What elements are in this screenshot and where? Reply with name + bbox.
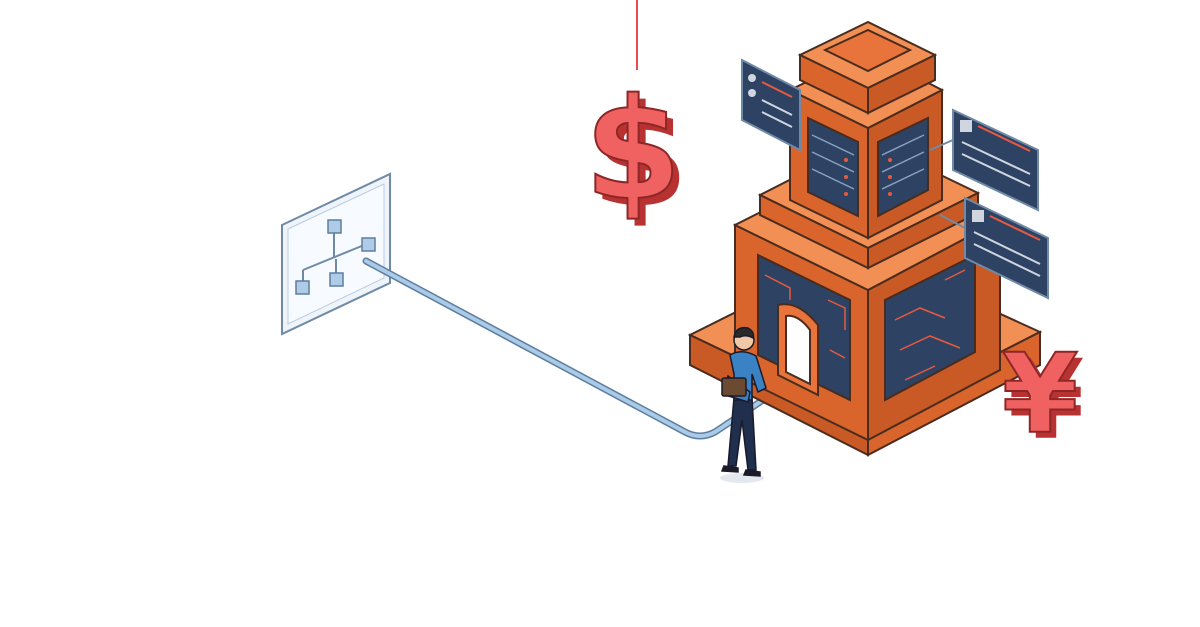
svg-text:¥: ¥ <box>1002 330 1079 458</box>
yen-sign-icon: ¥ ¥ <box>1001 329 1085 464</box>
dollar-sign-icon: $ $ <box>583 68 688 239</box>
dashboard-panel-icon <box>964 196 1049 300</box>
dashboard-panel-icon <box>952 108 1039 212</box>
tower-crown <box>797 20 938 115</box>
dashboard-panel-icon <box>741 58 801 152</box>
person-figure <box>720 326 767 483</box>
svg-text:$: $ <box>584 69 681 232</box>
circuit-traces <box>764 269 966 381</box>
svg-text:$: $ <box>591 76 688 239</box>
svg-text:¥: ¥ <box>1008 336 1085 464</box>
server-rack-icon <box>811 134 925 190</box>
flowchart-panel <box>281 172 391 336</box>
